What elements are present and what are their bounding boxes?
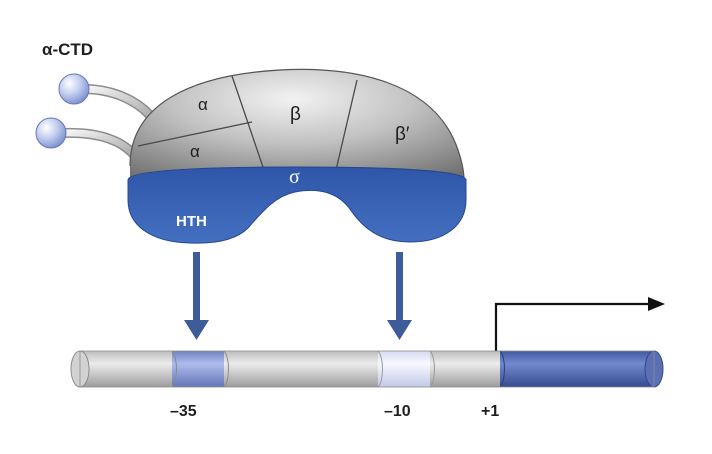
- hth-label: HTH: [176, 213, 207, 230]
- bent-arrow-icon: [494, 297, 665, 352]
- rna-polymerase: α α β β′ σ HTH: [127, 68, 467, 244]
- alpha-ctd-lower-sphere: [35, 117, 67, 149]
- sigma-subunit-label: σ: [289, 166, 300, 188]
- binding-arrow-minus35: [184, 252, 209, 340]
- alpha-alpha-boundary: [137, 121, 253, 147]
- position-minus35-label: –35: [170, 403, 197, 420]
- position-minus10-label: –10: [384, 403, 411, 420]
- binding-arrow-minus10: [387, 252, 412, 340]
- beta-beta-prime-boundary: [335, 79, 358, 171]
- alpha-ctd-label: α-CTD: [42, 40, 93, 59]
- minus35-element: [172, 351, 224, 387]
- down-arrow-icon: [193, 252, 200, 324]
- minus10-element: [378, 351, 430, 387]
- dna-promoter: [70, 350, 664, 388]
- alpha-subunit-bottom-label: α: [190, 142, 200, 161]
- alpha-subunit-top-label: α: [198, 95, 208, 114]
- dna-upstream-segment: [80, 351, 500, 387]
- position-plus1-label: +1: [481, 403, 499, 420]
- beta-prime-subunit-label: β′: [395, 124, 410, 145]
- alpha-ctd-lower: [35, 117, 144, 167]
- gene-coding-region: [500, 351, 654, 387]
- alpha-ctd-upper: [58, 73, 163, 133]
- alpha-ctd-upper-sphere: [58, 73, 90, 105]
- beta-subunit-label: β: [290, 104, 301, 125]
- alpha-beta-boundary: [231, 75, 265, 171]
- down-arrow-icon: [396, 252, 403, 324]
- sigma-subunit: [127, 166, 467, 244]
